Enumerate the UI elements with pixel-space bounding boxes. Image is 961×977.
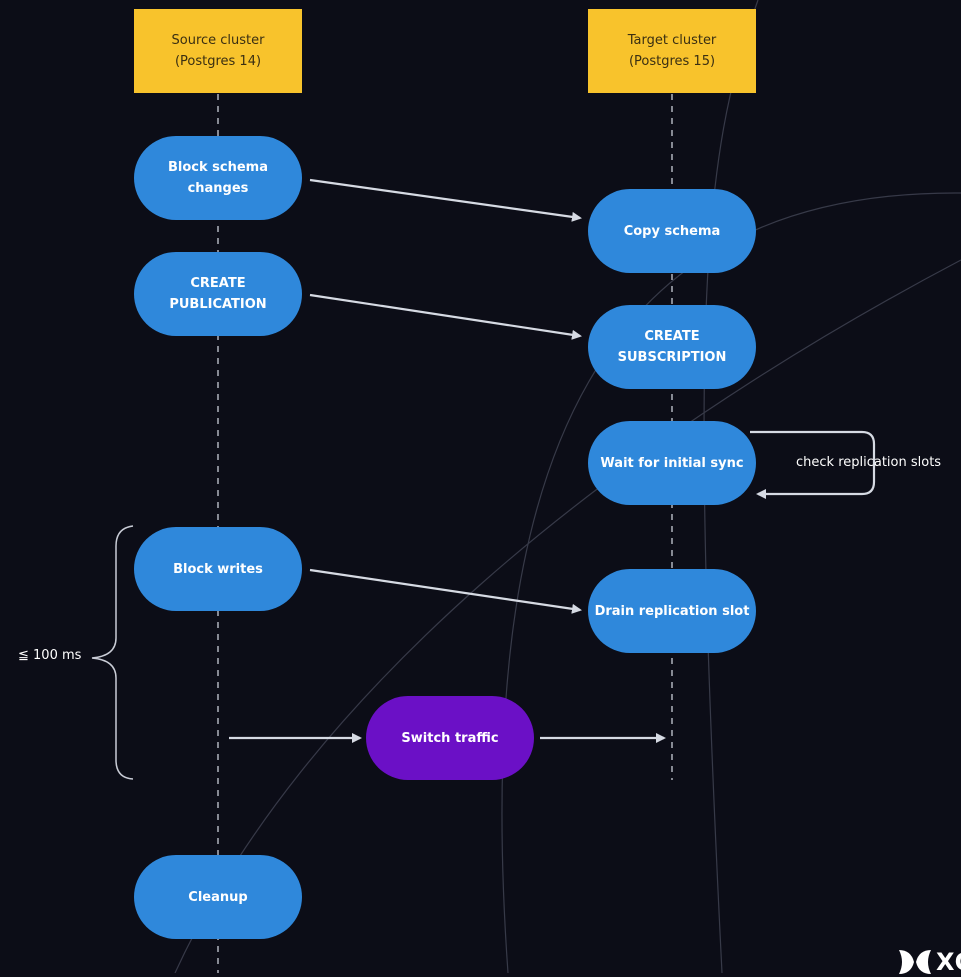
company-logo: XC	[897, 947, 961, 977]
step-create-subscription: CREATE SUBSCRIPTION	[588, 305, 756, 389]
step-block-schema-changes: Block schema changes	[134, 136, 302, 220]
background-curves	[174, 0, 961, 973]
arrow-publication	[309, 293, 582, 340]
target-cluster-title: Target cluster	[627, 33, 717, 48]
loop-label: check replication slots	[796, 455, 942, 470]
source-cluster-title: Source cluster	[171, 33, 265, 48]
step-block-writes: Block writes	[134, 527, 302, 611]
arrow-block-writes	[309, 568, 582, 614]
logo-text: XC	[936, 948, 961, 976]
step-drain-replication-slot: Drain replication slot	[588, 569, 756, 653]
loop-arrow	[750, 430, 876, 499]
step-copy-schema: Copy schema	[588, 189, 756, 273]
arrow-schema	[309, 178, 582, 222]
step-cleanup: Cleanup	[134, 855, 302, 939]
time-window-brace	[91, 525, 134, 780]
source-cluster-version: (Postgres 14)	[174, 54, 262, 69]
step-wait-initial-sync: Wait for initial sync	[588, 421, 756, 505]
step-create-publication: CREATE PUBLICATION	[134, 252, 302, 336]
target-cluster-header: Target cluster (Postgres 15)	[588, 9, 756, 93]
butterfly-logo-icon	[899, 950, 931, 974]
step-switch-traffic: Switch traffic	[366, 696, 534, 780]
target-cluster-version: (Postgres 15)	[628, 54, 716, 69]
time-window-label: ≦ 100 ms	[18, 648, 82, 663]
source-cluster-header: Source cluster (Postgres 14)	[134, 9, 302, 93]
